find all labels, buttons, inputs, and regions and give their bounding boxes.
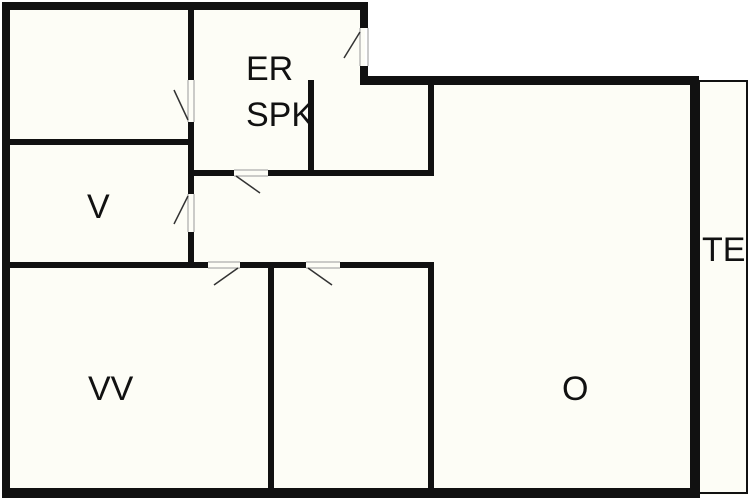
- doors: [173, 28, 369, 286]
- wall-mid-horizontal-left: [6, 262, 208, 268]
- door-front: [343, 28, 369, 66]
- entry-label-line2: SPK: [246, 96, 314, 134]
- sauna-label: V: [87, 188, 110, 226]
- wall-storage-sauna: [6, 139, 194, 145]
- wall-top-right: [360, 76, 699, 85]
- wall-small-living: [428, 262, 434, 492]
- door-storage: [173, 80, 195, 122]
- wall-storage-entry-upper: [188, 6, 194, 80]
- floor-fills: [5, 5, 748, 495]
- room-labels: ER SPK V VV O TE: [87, 50, 745, 408]
- door-sauna: [173, 194, 195, 232]
- terrace-label: TE: [702, 231, 745, 269]
- wall-right: [690, 76, 699, 498]
- entry-label-line1: ER: [246, 50, 293, 88]
- floor-main-block: [360, 80, 695, 495]
- wall-bottom: [2, 488, 700, 498]
- interior-walls: [6, 6, 434, 492]
- wall-bedroom-small: [268, 262, 274, 492]
- wall-storage-entry-lower: [188, 122, 194, 194]
- door-entry: [234, 169, 268, 194]
- wall-top-left: [2, 2, 368, 10]
- wall-entry-right-upper: [360, 2, 368, 28]
- exterior-walls: [2, 2, 700, 498]
- wall-closet-left: [308, 80, 314, 176]
- wall-entry-bottom-left: [188, 170, 234, 176]
- wall-sauna-hall-lower: [188, 232, 194, 268]
- floor-left-block: [5, 5, 365, 495]
- wall-entry-bottom-right: [268, 170, 434, 176]
- wall-entry-right-lower: [360, 66, 368, 84]
- terrace-outline: [698, 80, 748, 494]
- wall-closet-right: [428, 80, 434, 176]
- wall-mid-horizontal-right: [340, 262, 434, 268]
- door-small-room: [306, 261, 340, 286]
- living-room-label: O: [562, 370, 588, 408]
- bedroom-label: VV: [88, 370, 134, 408]
- floor-terrace: [698, 80, 748, 495]
- door-bedroom: [208, 261, 240, 286]
- wall-left: [2, 2, 10, 498]
